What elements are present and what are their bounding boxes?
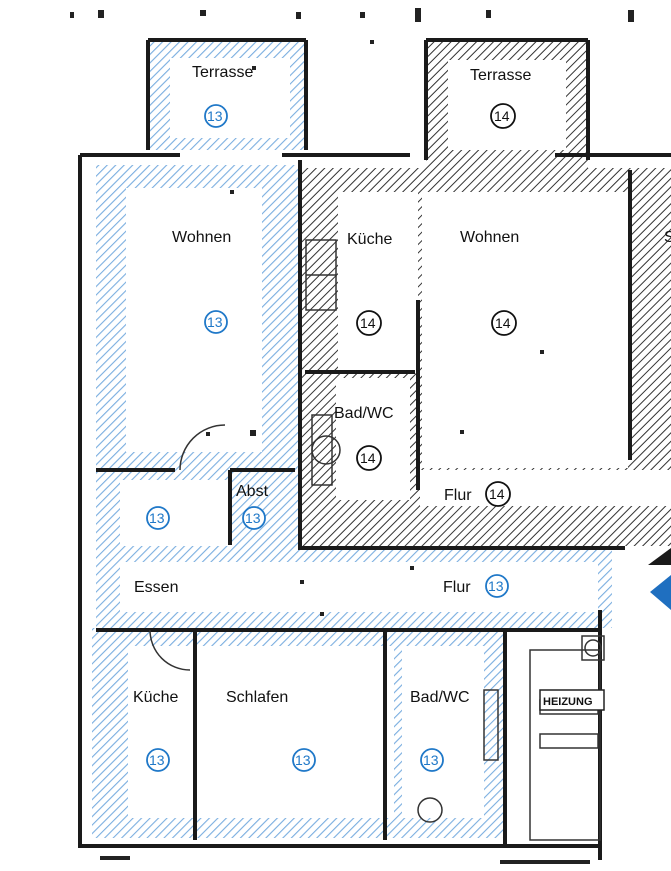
room-label-terrasse-14: Terrasse — [470, 67, 531, 84]
room-label-flur-13: Flur — [443, 579, 471, 596]
apartment-14-hatch — [302, 168, 671, 546]
svg-text:14: 14 — [494, 108, 510, 124]
svg-text:13: 13 — [488, 578, 504, 594]
svg-text:14: 14 — [489, 486, 505, 502]
unit-badge-13: 13 — [420, 748, 444, 772]
room-label-bad-14: Bad/WC — [334, 405, 394, 422]
essen-13-hatch — [96, 468, 298, 560]
unit-badge-13: 13 — [485, 574, 509, 598]
room-label-wohnen-14: Wohnen — [460, 229, 519, 246]
fixtures — [149, 239, 605, 841]
utility-label: HEIZUNG — [543, 696, 593, 708]
room-label-wohnen-13: Wohnen — [172, 229, 231, 246]
svg-text:13: 13 — [207, 108, 223, 124]
unit-badge-14: 14 — [356, 445, 382, 471]
terrasse-13-hatch — [148, 42, 306, 150]
svg-text:13: 13 — [149, 752, 165, 768]
apartment-14-outline — [302, 42, 671, 546]
svg-text:13: 13 — [207, 314, 223, 330]
unit-badge-14: 14 — [356, 310, 382, 336]
flur-13-hatch — [96, 546, 612, 628]
room-label-bad-13: Bad/WC — [410, 689, 470, 706]
room-label-terrasse-13: Terrasse — [192, 64, 253, 81]
svg-text:13: 13 — [423, 752, 439, 768]
apartment-14-labels: Terrasse Küche Wohnen Bad/WC Flur S — [334, 67, 671, 504]
wohnen-13-hatch — [96, 165, 298, 468]
north-arrow-icon — [648, 548, 671, 565]
unit-13-badges: 13 13 13 13 13 13 13 13 — [146, 104, 509, 772]
svg-text:13: 13 — [295, 752, 311, 768]
room-label-kueche-14: Küche — [347, 231, 392, 248]
apartment-13-outline — [92, 42, 612, 838]
unit-badge-13: 13 — [242, 506, 266, 530]
room-label-essen-13: Essen — [134, 579, 178, 596]
unit-badge-13: 13 — [146, 748, 170, 772]
unit-badge-13: 13 — [292, 748, 316, 772]
entrance-markers — [648, 548, 671, 610]
apartment-13-labels: Terrasse Wohnen Abst Essen Flur Küche Sc… — [133, 64, 471, 706]
unit-badge-13: 13 — [204, 104, 228, 128]
utility-block: HEIZUNG — [539, 689, 605, 711]
unit-badge-14: 14 — [491, 310, 517, 336]
scan-noise — [70, 8, 634, 864]
entrance-arrow-icon — [650, 575, 671, 610]
edge-fragment-label: S — [664, 229, 671, 246]
unit-14-badges: 14 14 14 14 14 — [356, 103, 517, 507]
svg-text:13: 13 — [149, 510, 165, 526]
unit-badge-13: 13 — [204, 310, 228, 334]
svg-text:14: 14 — [360, 315, 376, 331]
room-label-flur-14: Flur — [444, 487, 472, 504]
room-label-abst-13: Abst — [236, 483, 269, 500]
room-label-kueche-13: Küche — [133, 689, 178, 706]
unit-badge-14: 14 — [485, 481, 511, 507]
unit-badge-13: 13 — [146, 506, 170, 530]
svg-text:14: 14 — [495, 315, 511, 331]
svg-text:14: 14 — [360, 450, 376, 466]
unit-badge-14: 14 — [490, 103, 516, 129]
bottom-rooms-13-hatch — [92, 628, 506, 838]
room-label-schlafen-13: Schlafen — [226, 689, 288, 706]
svg-text:13: 13 — [245, 510, 261, 526]
